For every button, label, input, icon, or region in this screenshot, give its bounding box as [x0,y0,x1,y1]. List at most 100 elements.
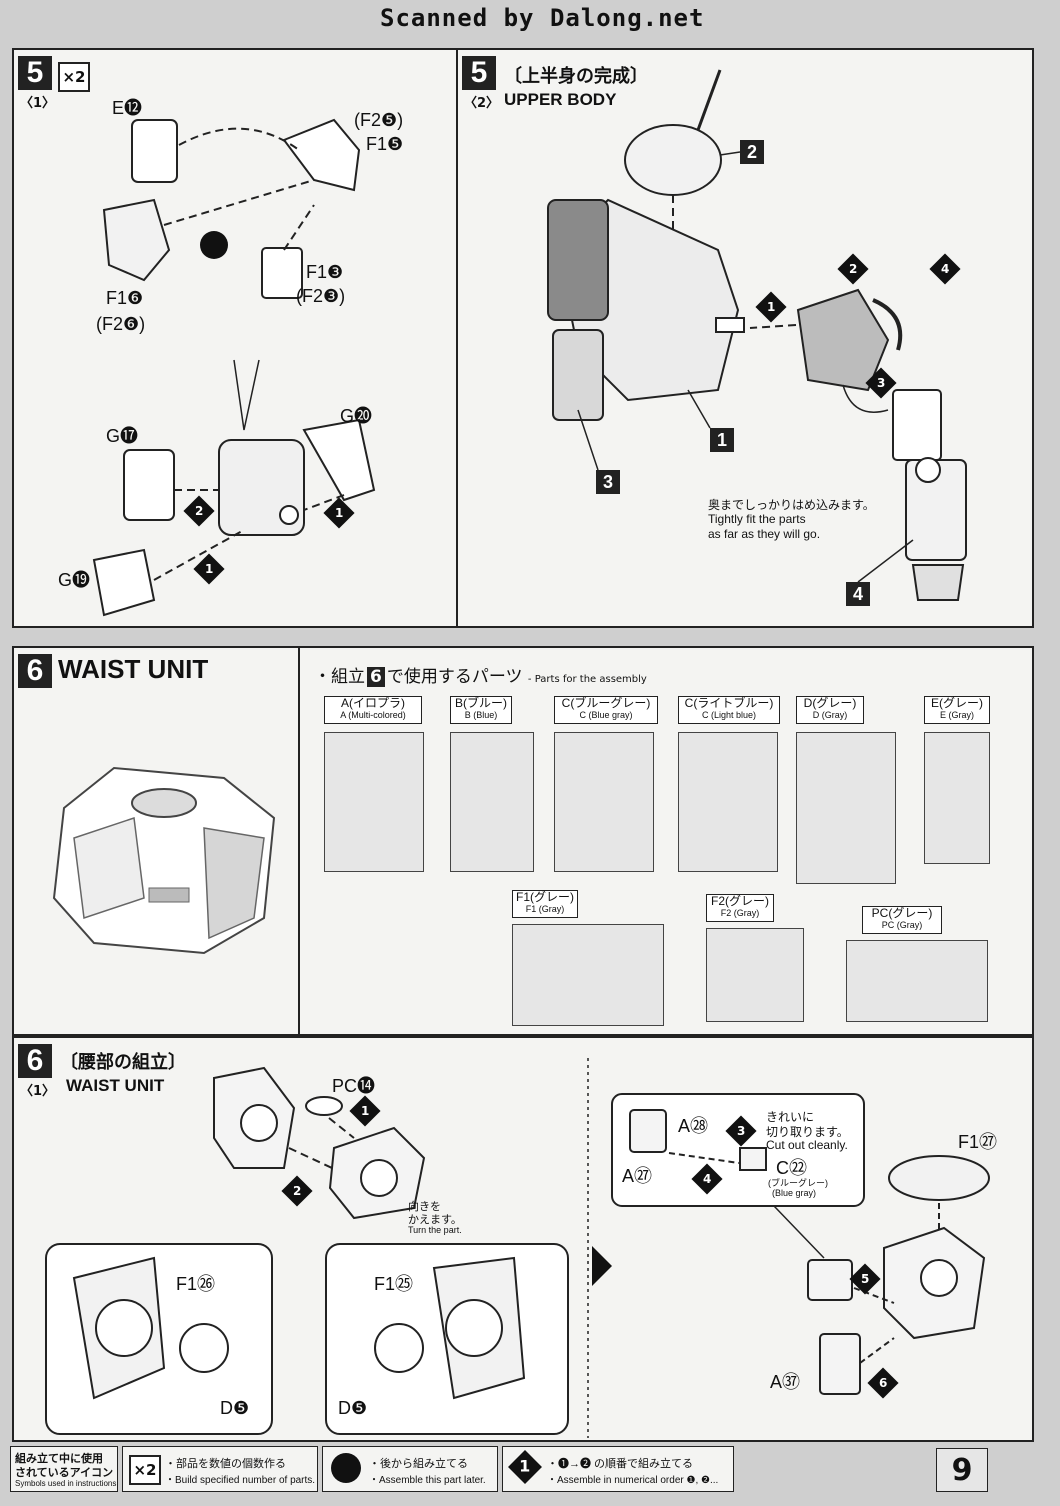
legend-title-cell: 組み立て中に使用 されているアイコン Symbols used in instr… [10,1446,118,1492]
legend-order-cell: 1 ・❶→❷ の順番で組み立てる ・Assemble in numerical … [502,1446,734,1492]
sprue-d [796,732,896,884]
label-f1-26: F1㉖ [176,1274,216,1294]
label-f2-3: (F2❸) [296,286,346,306]
c22-color-jp: (ブルーグレー) [768,1178,828,1188]
sprue-label-b: B(ブルー)B (Blue) [450,696,512,724]
later-desc-en: ・Assemble this part later. [369,1475,486,1486]
label-d5-right: D❺ [338,1398,368,1418]
arm-part [892,389,942,461]
step-title-jp: 〔腰部の組立〕 [60,1052,186,1072]
callout-box-2: 2 [740,140,764,164]
step-title-jp: 〔上半身の完成〕 [504,66,648,86]
sprue-label-d: D(グレー)D (Gray) [796,696,864,724]
x2-desc-jp: ・部品を数値の個数作る [165,1458,286,1470]
next-arrow-icon [592,1246,612,1286]
label-a27: A㉗ [622,1166,653,1186]
upper-body-diagram [547,69,967,601]
turn-note-jp-1: 向きを [408,1201,441,1213]
parts-header-step: 6 [367,667,385,687]
cut-note-jp-2: 切り取ります。 [766,1125,849,1139]
substep-label: 〈1〉 [20,1084,56,1099]
label-f1-5: F1❺ [366,134,404,154]
multiplier-badge: ×2 [58,62,90,92]
label-pc14: PC⓮ [332,1076,376,1096]
step-number: 6 [18,1044,52,1078]
turn-note-en: Turn the part. [408,1225,462,1235]
icon-legend: 組み立て中に使用 されているアイコン Symbols used in instr… [10,1446,990,1496]
page-number: 9 [936,1448,988,1492]
label-a37: A㊲ [770,1372,801,1392]
order-desc-jp: ・❶→❷ の順番で組み立てる [547,1458,694,1470]
cut-note-jp-1: きれいに [766,1110,815,1124]
label-f1-3: F1❸ [306,262,344,282]
head-part [624,124,722,196]
label-f1-6: F1❻ [106,288,144,308]
label-f2-5: (F2❺) [354,110,404,130]
label-f1-27: F1㉗ [958,1132,998,1152]
step5-1-panel: 5 ×2 〈1〉 E⓬ (F2❺) F1❺ F1❸ (F2❸) F1❻ (F2❻… [12,48,458,628]
sprue-label-pc: PC(グレー)PC (Gray) [862,906,942,934]
waist-assembly-diagram [45,1058,990,1438]
sprue-pc [846,940,988,1022]
step5-2-panel: 5 〔上半身の完成〕 〈2〉 UPPER BODY 2 1 3 4 1 2 3 … [456,48,1034,628]
sprue-f2 [706,928,804,1022]
waist-unit-illustration [52,766,276,955]
scan-credit: Scanned by Dalong.net [380,4,705,32]
sprue-c-bluegray [554,732,654,872]
sprue-f1 [512,924,664,1026]
legend-later-cell: ・後から組み立てる ・Assemble this part later. [322,1446,498,1492]
x2-icon: ×2 [129,1455,161,1485]
sprue-a [324,732,424,872]
step-title-en: WAIST UNIT [66,1076,165,1095]
label-f1-25: F1㉕ [374,1274,414,1294]
part-g20-shape [302,418,376,502]
turn-note-jp-2: かえます。 [408,1214,462,1226]
callout-box-4: 4 [846,582,870,606]
step-number: 6 [18,654,52,688]
step5-1-shoulder-diagram [102,118,361,299]
sprue-label-f2: F2(グレー)F2 (Gray) [706,894,774,922]
legend-x2-cell: ×2 ・部品を数値の個数作る ・Build specified number o… [122,1446,318,1492]
part-f1-6-shape [102,198,171,282]
label-g20: G⓴ [340,406,373,426]
step6-1-panel: 6 〔腰部の組立〕 〈1〉 WAIST UNIT [12,1036,1034,1442]
step-number: 5 [462,56,496,90]
sprue-label-a: A(イロプラ)A (Multi-colored) [324,696,422,724]
order-desc-en: ・Assemble in numerical order ❶, ❷... [547,1475,719,1486]
label-c22: C㉒ [776,1158,807,1178]
sprue-e [924,732,990,864]
part-f1-5-shape [282,118,361,192]
legend-title-en: Symbols used in instructions [15,1479,117,1488]
fit-note-en-2: as far as they will go. [708,527,821,541]
parts-header-en: - Parts for the assembly [527,674,647,685]
x2-desc-en: ・Build specified number of parts. [165,1475,316,1486]
step-title-en: UPPER BODY [504,90,617,109]
order-icon: 1 [508,1450,542,1484]
c22-color-en: (Blue gray) [772,1188,817,1198]
sprue-label-c-lightblue: C(ライトブルー)C (Light blue) [678,696,780,724]
later-desc-jp: ・後から組み立てる [369,1458,468,1470]
label-g19: G⓳ [58,570,91,590]
sprue-b [450,732,534,872]
step5-1-armor-diagram [92,359,376,617]
sprue-label-c-bluegray: C(ブルーグレー)C (Blue gray) [554,696,658,724]
callout-box-3: 3 [596,470,620,494]
sprue-label-e: E(グレー)E (Gray) [924,696,990,724]
shoulder-part [796,288,890,392]
substep-label: 〈1〉 [20,96,56,111]
part-e12-shape [131,119,178,183]
sprue-c-lightblue [678,732,778,872]
callout-box-1: 1 [710,428,734,452]
cut-note-en: Cut out cleanly. [766,1138,848,1152]
label-d5-left: D❺ [220,1398,250,1418]
part-g19-shape [92,548,156,617]
part-g17-shape [123,449,175,521]
fit-note-jp: 奥までしっかりはめ込みます。 [708,498,875,512]
assemble-later-icon [200,231,228,259]
step-number: 5 [18,56,52,90]
step-title: WAIST UNIT [58,654,209,684]
label-a28: A㉘ [678,1116,709,1136]
